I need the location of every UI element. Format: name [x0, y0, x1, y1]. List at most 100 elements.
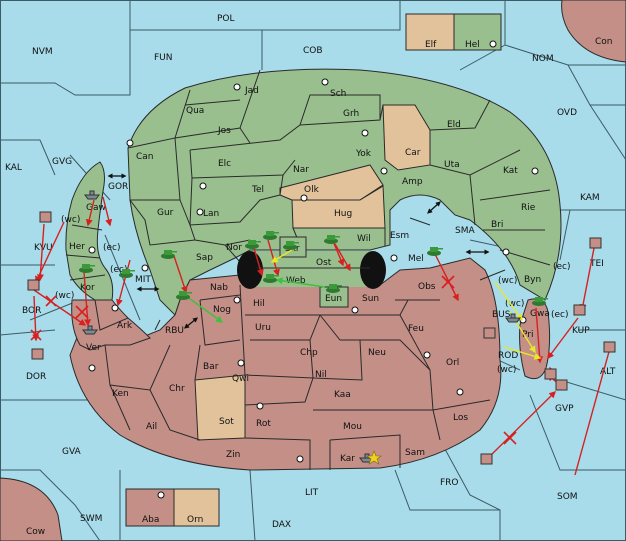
label-cow: Cow: [26, 527, 45, 537]
province-borders: [65, 69, 551, 470]
label-sam: Sam: [405, 448, 425, 458]
label-hil: Hil: [253, 299, 265, 309]
failed-x: [75, 305, 89, 319]
unit-marker: [544, 368, 557, 380]
label-nvm: NVM: [32, 47, 53, 57]
supply-center: [423, 351, 431, 359]
label-bor: BOR: [22, 306, 41, 316]
label-web: Web: [286, 276, 306, 286]
supply-center: [88, 364, 96, 372]
order-support-arrow: [503, 346, 542, 360]
coast-label: (ec): [551, 310, 569, 320]
label-sma: SMA: [455, 226, 475, 236]
label-hel: Hel: [465, 40, 480, 50]
order-move-arrow: [547, 317, 579, 360]
label-som: SOM: [557, 492, 578, 502]
order-move-arrow: [85, 199, 95, 227]
star-icon: [366, 450, 382, 465]
label-jad: Jad: [244, 86, 259, 96]
province-aba[interactable]: [125, 488, 175, 527]
sea-labels: POL COB FUN NVM NOM Con OVD KAM KAL GVG …: [5, 14, 616, 537]
army-unit: [324, 235, 340, 244]
army-unit: [283, 241, 299, 250]
label-kaa: Kaa: [334, 390, 351, 400]
connection-arrows: [107, 173, 490, 329]
army-units: [79, 231, 548, 306]
supply-centers: [88, 40, 539, 499]
order-move-arrow: [32, 295, 40, 342]
order-hold-arrow: [185, 295, 224, 323]
supply-center: [380, 167, 388, 175]
unit-marker: [603, 341, 616, 353]
label-gwa: Gwa: [530, 309, 550, 319]
label-chp: Chp: [300, 348, 318, 358]
coast-label: (wc): [497, 365, 516, 375]
label-chr: Chr: [169, 384, 185, 394]
label-con: Con: [595, 37, 613, 47]
province-orn[interactable]: [173, 488, 220, 527]
label-grh: Grh: [343, 109, 359, 119]
label-bri: Bri: [491, 220, 503, 230]
army-unit: [532, 297, 548, 306]
order-move-arrow: [334, 243, 351, 272]
label-gur: Gur: [157, 208, 174, 218]
label-feu: Feu: [408, 324, 424, 334]
label-pri: Pri: [522, 330, 533, 340]
label-byn: Byn: [524, 275, 541, 285]
province-elf[interactable]: [405, 13, 455, 51]
label-elf: Elf: [425, 40, 437, 50]
supply-center: [141, 264, 149, 272]
label-mit: MIT: [135, 275, 151, 285]
order-move-arrow: [102, 196, 113, 227]
label-rbu: RBU: [165, 326, 184, 336]
label-eld: Eld: [447, 120, 461, 130]
order-move-arrow: [487, 391, 556, 459]
supply-center: [233, 83, 241, 91]
supply-center: [196, 208, 204, 216]
province-con[interactable]: [561, 0, 626, 63]
label-jos: Jos: [217, 126, 231, 136]
coast-label: (wc): [498, 276, 517, 286]
coast-label: (ec): [110, 265, 128, 275]
supply-center: [296, 455, 304, 463]
supply-center: [531, 167, 539, 175]
label-lit: LIT: [305, 488, 319, 498]
label-ver: Ver: [86, 343, 101, 353]
unit-marker: [31, 348, 44, 360]
label-nar: Nar: [293, 165, 309, 175]
label-los: Los: [453, 413, 468, 423]
label-can: Can: [136, 152, 154, 162]
army-unit: [427, 247, 443, 256]
label-sap: Sap: [196, 253, 213, 263]
label-esm: Esm: [390, 231, 409, 241]
label-nom: NOM: [532, 54, 554, 64]
supply-center: [233, 296, 241, 304]
supply-center: [300, 194, 308, 202]
order-hold-arrow: [275, 277, 326, 288]
supply-center: [390, 254, 398, 262]
province-hug[interactable]: [291, 185, 386, 229]
supply-center: [321, 78, 329, 86]
label-dax: DAX: [272, 520, 291, 530]
supply-center: [88, 246, 96, 254]
label-ost: Ost: [316, 258, 332, 268]
label-lan: Lan: [203, 209, 219, 219]
label-sot: Sot: [219, 417, 234, 427]
unit-marker: [483, 327, 496, 339]
label-gva: GVA: [62, 447, 82, 457]
label-nor: Nor: [226, 243, 242, 253]
label-kat: Kat: [503, 166, 518, 176]
label-ail: Ail: [146, 422, 157, 432]
label-eun: Eun: [325, 294, 342, 304]
supply-center: [126, 139, 134, 147]
province-sot[interactable]: [194, 374, 246, 441]
army-unit: [119, 269, 135, 278]
label-nog: Nog: [213, 305, 231, 315]
province-cow[interactable]: [0, 477, 63, 541]
failed-x: [30, 329, 42, 341]
label-ken: Ken: [112, 389, 129, 399]
label-mou: Mou: [343, 422, 362, 432]
label-obs: Obs: [418, 282, 436, 292]
supply-center: [237, 359, 245, 367]
label-rot: Rot: [256, 419, 271, 429]
